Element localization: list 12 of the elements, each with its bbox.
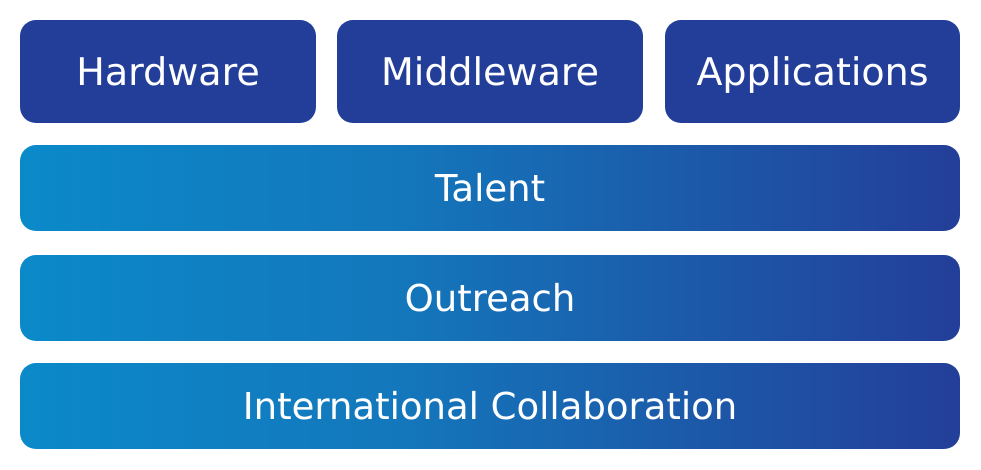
layer-label: Middleware <box>380 50 600 94</box>
layer-label: Hardware <box>76 50 260 94</box>
layer-label: International Collaboration <box>242 384 738 428</box>
layer-box <box>337 20 643 123</box>
layer-box <box>20 20 316 123</box>
layer-band <box>20 255 960 341</box>
layer-label: Applications <box>696 50 929 94</box>
layer-band <box>20 145 960 231</box>
layer-band <box>20 363 960 449</box>
layer-box <box>665 20 960 123</box>
layer-label: Talent <box>434 166 546 210</box>
layer-label: Outreach <box>404 276 576 320</box>
